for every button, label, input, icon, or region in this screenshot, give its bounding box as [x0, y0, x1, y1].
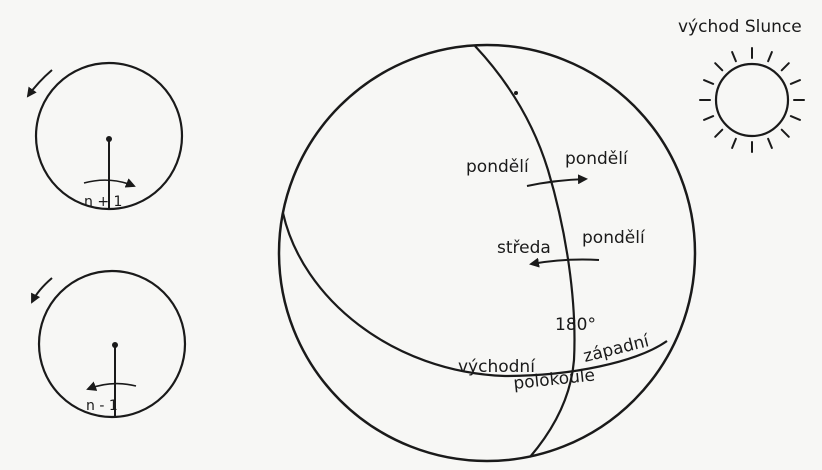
sun-ray: [791, 80, 800, 84]
sun-ray: [782, 130, 789, 137]
sun-ray: [791, 116, 800, 120]
sun-ray: [768, 139, 772, 148]
rotation-arrow-lower: [32, 278, 52, 302]
globe: pondělí pondělí středa pondělí 180° vých…: [279, 45, 695, 461]
dial-minus-one-arrow: [88, 384, 136, 389]
dial-plus-one: n + 1: [36, 63, 182, 210]
dial-minus-one: n - 1: [39, 271, 185, 417]
sun-ray: [782, 63, 789, 70]
sun-ray: [715, 63, 722, 70]
sun-icon: [700, 48, 804, 152]
lower-left-day-label: středa: [497, 238, 551, 258]
upper-left-day-label: pondělí: [466, 157, 530, 177]
sun-ray: [732, 52, 736, 61]
sun-ray: [704, 80, 713, 84]
sun-ray: [704, 116, 713, 120]
dial-minus-one-label: n - 1: [86, 398, 118, 414]
arrow-upper-east: [527, 179, 586, 186]
sun-ray: [732, 139, 736, 148]
dial-plus-one-label: n + 1: [84, 194, 122, 210]
upper-right-day-label: pondělí: [565, 149, 629, 169]
globe-outline: [279, 45, 695, 461]
sunrise-label: východ Slunce: [678, 17, 802, 37]
sun-ray: [768, 52, 772, 61]
sun-ray: [715, 130, 722, 137]
lower-right-day-label: pondělí: [582, 228, 646, 248]
arrow-lower-west: [531, 260, 599, 265]
rotation-arrow-upper: [28, 70, 52, 96]
meridian-180-label: 180°: [555, 315, 596, 335]
